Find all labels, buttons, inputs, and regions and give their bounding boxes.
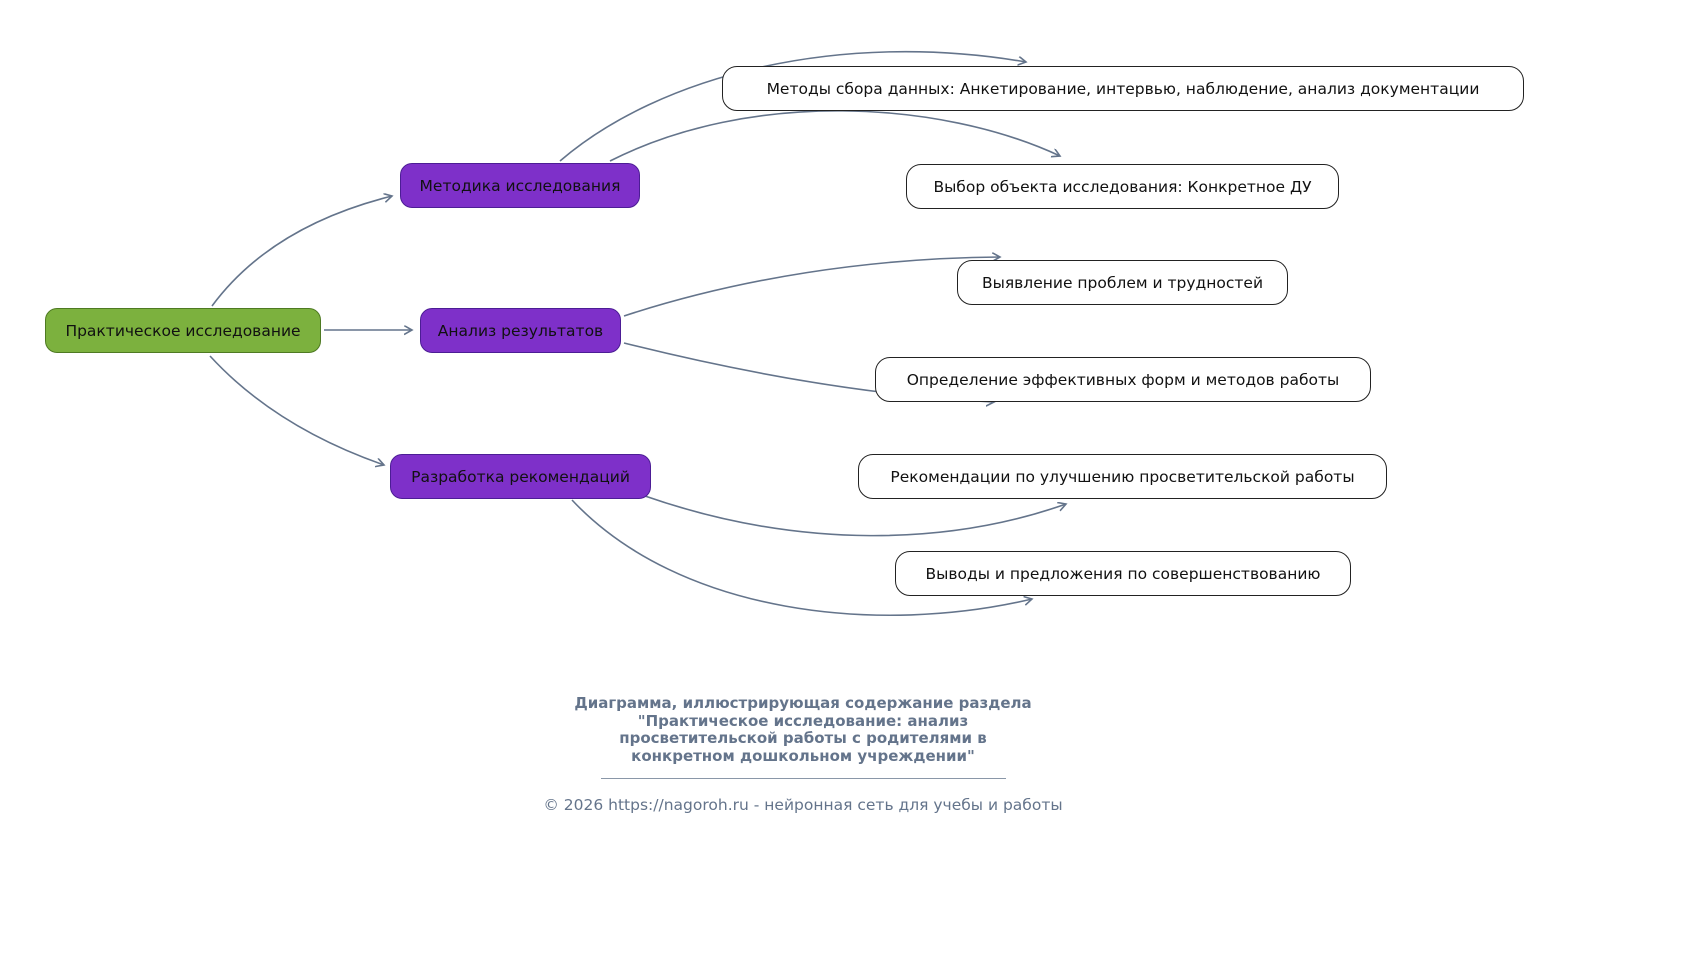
node-branch-methodology-label: Методика исследования [419, 176, 621, 195]
edge-root-to-recommendations [209, 355, 384, 465]
caption-title-line-3: просветительской работы с родителями в [619, 729, 987, 747]
edge-recommendations-to-improvement [644, 495, 1066, 537]
node-branch-analysis-label: Анализ результатов [437, 321, 604, 340]
node-branch-recommendations-label: Разработка рекомендаций [411, 467, 630, 486]
caption-separator [600, 778, 1006, 779]
node-leaf-conclusions: Выводы и предложения по совершенствовани… [895, 551, 1351, 596]
node-leaf-conclusions-label: Выводы и предложения по совершенствовани… [925, 564, 1321, 583]
node-leaf-data-methods-label: Методы сбора данных: Анкетирование, инте… [766, 79, 1480, 98]
edge-root-to-methodology [211, 196, 392, 307]
edge-analysis-to-problems [623, 257, 1000, 317]
node-branch-recommendations: Разработка рекомендаций [390, 454, 651, 499]
caption-title-line-1: Диаграмма, иллюстрирующая содержание раз… [574, 694, 1032, 712]
caption-copyright: © 2026 https://nagoroh.ru - нейронная се… [543, 796, 1063, 814]
caption-block: Диаграмма, иллюстрирующая содержание раз… [453, 694, 1153, 814]
node-leaf-effective-forms: Определение эффективных форм и методов р… [875, 357, 1371, 402]
node-leaf-object-choice-label: Выбор объекта исследования: Конкретное Д… [933, 177, 1312, 196]
node-leaf-effective-forms-label: Определение эффективных форм и методов р… [906, 370, 1340, 389]
node-leaf-data-methods: Методы сбора данных: Анкетирование, инте… [722, 66, 1524, 111]
node-branch-methodology: Методика исследования [400, 163, 640, 208]
node-root-label: Практическое исследование [65, 321, 301, 340]
edge-methodology-to-object-choice [609, 110, 1060, 162]
node-leaf-improvement-label: Рекомендации по улучшению просветительск… [890, 467, 1355, 486]
caption-title-line-4: конкретном дошкольном учреждении" [631, 746, 975, 765]
node-leaf-improvement: Рекомендации по улучшению просветительск… [858, 454, 1387, 499]
node-branch-analysis: Анализ результатов [420, 308, 621, 353]
caption-title-line-2: "Практическое исследование: анализ [637, 711, 969, 730]
node-leaf-problems: Выявление проблем и трудностей [957, 260, 1288, 305]
node-leaf-object-choice: Выбор объекта исследования: Конкретное Д… [906, 164, 1339, 209]
node-root: Практическое исследование [45, 308, 321, 353]
node-leaf-problems-label: Выявление проблем и трудностей [981, 273, 1264, 292]
